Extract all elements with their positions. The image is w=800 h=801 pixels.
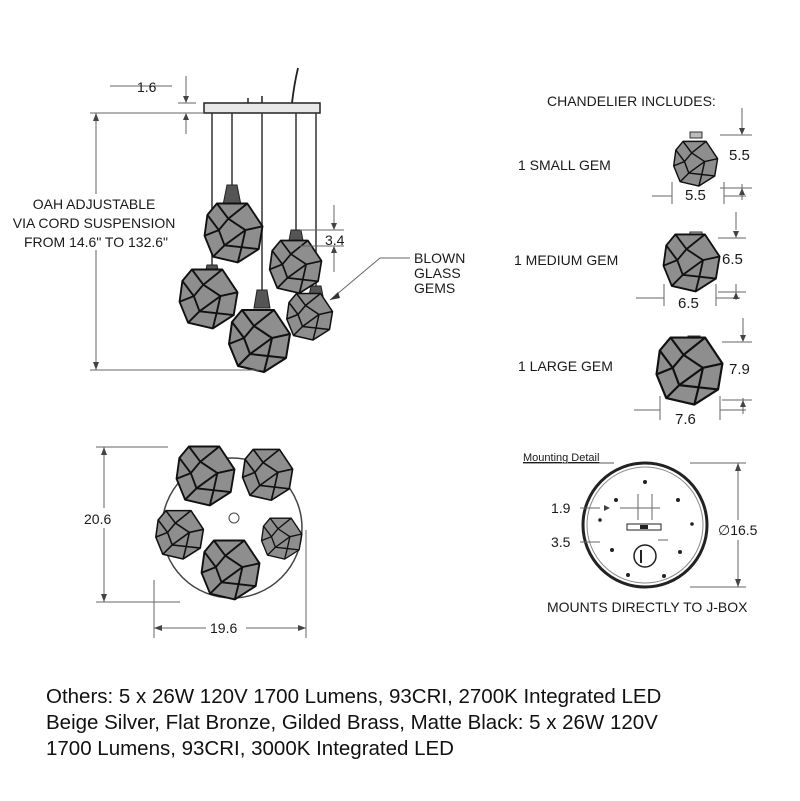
small-gem-width: 5.5 bbox=[685, 187, 706, 204]
mounting-dim-b: 3.5 bbox=[551, 534, 571, 550]
spec-line-3: 1700 Lumens, 93CRI, 3000K Integrated LED bbox=[46, 737, 454, 760]
small-gem-label: 1 SMALL GEM bbox=[518, 157, 611, 173]
spec-line-2: Beige Silver, Flat Bronze, Gilded Brass,… bbox=[46, 711, 658, 734]
small-gem-height: 5.5 bbox=[729, 147, 750, 164]
canopy-height-dim: 1.6 bbox=[137, 79, 157, 95]
includes-panel: CHANDELIER INCLUDES: 1 SMALL GEM 5.5 5.5… bbox=[514, 93, 752, 428]
medium-gem-width: 6.5 bbox=[678, 295, 699, 312]
plan-depth-dim: 20.6 bbox=[84, 511, 111, 527]
mounting-note: MOUNTS DIRECTLY TO J-BOX bbox=[547, 599, 748, 615]
plan-width-dim: 19.6 bbox=[210, 620, 237, 636]
large-gem-width: 7.6 bbox=[675, 411, 696, 428]
elevation-view: 1.6 OAH ADJUSTABLE VIA CORD SUSPENSION F… bbox=[8, 67, 469, 373]
medium-gem-label: 1 MEDIUM GEM bbox=[514, 252, 618, 268]
oah-label: OAH ADJUSTABLE VIA CORD SUSPENSION FROM … bbox=[13, 196, 179, 250]
medium-gem-height: 6.5 bbox=[722, 251, 743, 268]
plan-view: 20.6 19.6 bbox=[80, 445, 307, 638]
large-gem-height: 7.9 bbox=[729, 361, 750, 378]
mounting-diameter: ∅16.5 bbox=[718, 522, 758, 538]
mounting-dim-a: 1.9 bbox=[551, 500, 571, 516]
mounting-detail: Mounting Detail 1.9 3.5 ∅16.5 MOUNTS DIR… bbox=[523, 452, 764, 615]
socket-dim: 3.4 bbox=[325, 232, 345, 248]
blown-glass-callout: BLOWN GLASS GEMS bbox=[414, 250, 469, 296]
mounting-title: Mounting Detail bbox=[523, 452, 599, 464]
lamp-spec-notes: Others: 5 x 26W 120V 1700 Lumens, 93CRI,… bbox=[46, 684, 786, 762]
spec-line-1: Others: 5 x 26W 120V 1700 Lumens, 93CRI,… bbox=[46, 685, 662, 708]
includes-heading: CHANDELIER INCLUDES: bbox=[547, 93, 716, 109]
large-gem-label: 1 LARGE GEM bbox=[518, 358, 613, 374]
